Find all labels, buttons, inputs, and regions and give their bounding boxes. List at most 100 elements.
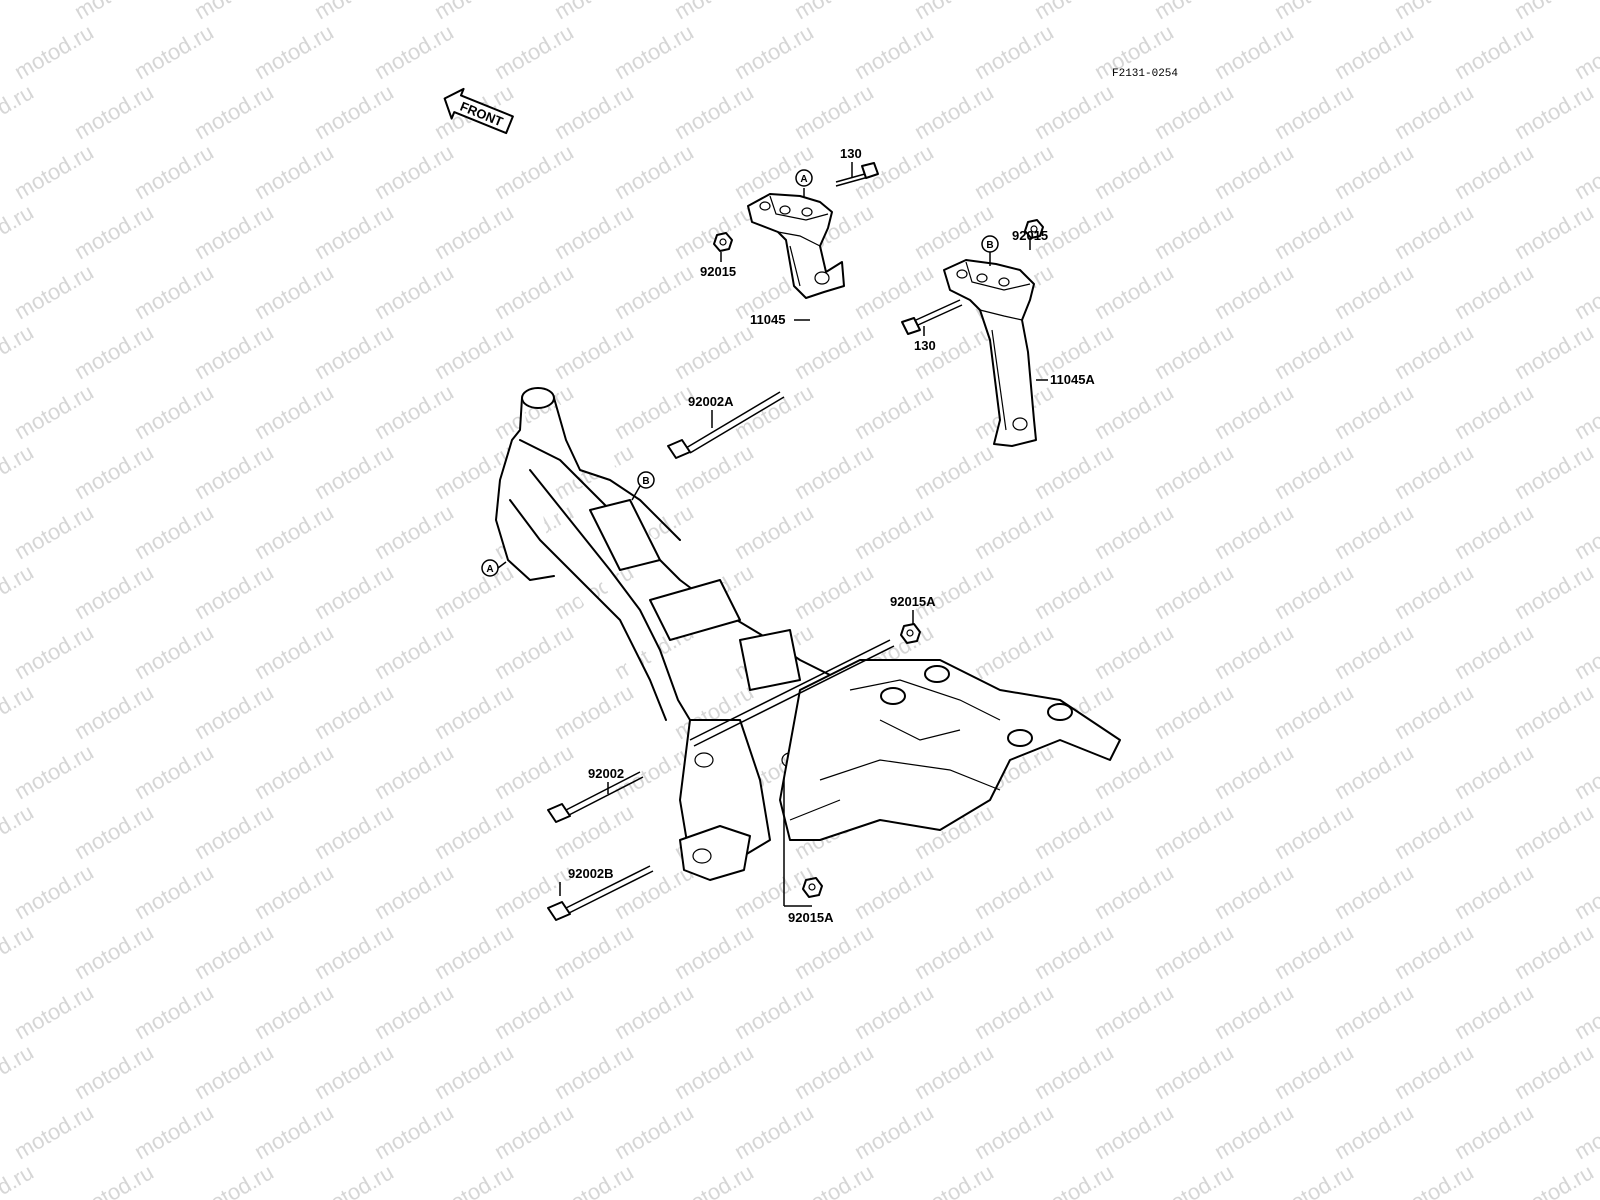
watermark-text: motod.ru — [490, 19, 578, 84]
watermark-text: motod.ru — [190, 79, 278, 144]
watermark-text: motod.ru — [1270, 319, 1358, 384]
bolt-92002 — [547, 771, 644, 823]
callout-b-frame: B — [637, 471, 655, 489]
watermark-text: motod.ru — [550, 79, 638, 144]
watermark-text: motod.ru — [370, 859, 458, 924]
watermark-text: motod.ru — [1390, 559, 1478, 624]
watermark-text: motod.ru — [490, 979, 578, 1044]
watermark-text: motod.ru — [610, 139, 698, 204]
watermark-text: motod.ru — [1150, 559, 1238, 624]
watermark-text: motod.ru — [850, 1099, 938, 1164]
watermark-text: motod.ru — [130, 619, 218, 684]
label-11045: 11045 — [750, 312, 785, 327]
reference-code: F2131-0254 — [1112, 68, 1178, 80]
watermark-text: motod.ru — [130, 259, 218, 324]
watermark-text: motod.ru — [1030, 439, 1118, 504]
watermark-text: motod.ru — [310, 919, 398, 984]
watermark-text: motod.ru — [1090, 979, 1178, 1044]
watermark-text: motod.ru — [70, 559, 158, 624]
watermark-text: motod.ru — [250, 979, 338, 1044]
watermark-text: motod.ru — [1270, 199, 1358, 264]
watermark-text: motod.ru — [550, 1039, 638, 1104]
label-92015a-bottom: 92015A — [788, 910, 834, 925]
watermark-text: motod.ru — [1450, 979, 1538, 1044]
watermark-text: motod.ru — [550, 919, 638, 984]
watermark-text: motod.ru — [1270, 79, 1358, 144]
watermark-text: motod.ru — [1330, 739, 1418, 804]
watermark-text: motod.ru — [370, 379, 458, 444]
nut-92015-right — [1024, 219, 1044, 239]
watermark-text: motod.ru — [1570, 859, 1600, 924]
watermark-text: motod.ru — [790, 79, 878, 144]
watermark-text: motod.ru — [70, 199, 158, 264]
watermark-text: motod.ru — [1090, 499, 1178, 564]
watermark-text: motod.ru — [1210, 979, 1298, 1044]
watermark-text: motod.ru — [10, 379, 98, 444]
bracket-11045a — [943, 259, 1037, 447]
watermark-text: motod.ru — [1510, 919, 1598, 984]
watermark-text: motod.ru — [730, 1099, 818, 1164]
watermark-text: motod.ru — [130, 379, 218, 444]
watermark-text: motod.ru — [970, 859, 1058, 924]
watermark-text: motod.ru — [1570, 739, 1600, 804]
svg-text:B: B — [642, 476, 649, 487]
watermark-text: motod.ru — [970, 139, 1058, 204]
watermark-text: motod.ru — [1210, 739, 1298, 804]
watermark-text: motod.ru — [310, 79, 398, 144]
label-11045a: 11045A — [1050, 372, 1095, 387]
bracket-11045 — [747, 193, 845, 299]
watermark-text: motod.ru — [310, 1039, 398, 1104]
watermark-text: motod.ru — [310, 199, 398, 264]
watermark-text: motod.ru — [1150, 799, 1238, 864]
label-92002: 92002 — [588, 766, 624, 781]
watermark-text: motod.ru — [250, 859, 338, 924]
watermark-text: motod.ru — [190, 199, 278, 264]
watermark-text: motod.ru — [1270, 799, 1358, 864]
watermark-text: motod.ru — [1570, 1099, 1600, 1164]
watermark-text: motod.ru — [1330, 499, 1418, 564]
watermark-text: motod.ru — [190, 559, 278, 624]
watermark-text: motod.ru — [1510, 439, 1598, 504]
watermark-text: motod.ru — [370, 19, 458, 84]
watermark-text: motod.ru — [490, 619, 578, 684]
watermark-text: motod.ru — [310, 679, 398, 744]
watermark-text: motod.ru — [310, 439, 398, 504]
watermark-text: motod.ru — [1450, 739, 1538, 804]
watermark-text: motod.ru — [370, 619, 458, 684]
watermark-text: motod.ru — [1090, 619, 1178, 684]
watermark-text: motod.ru — [0, 1159, 38, 1200]
watermark-text: motod.ru — [190, 319, 278, 384]
watermark-text: motod.ru — [190, 1159, 278, 1200]
svg-text:A: A — [800, 174, 807, 185]
watermark-text: motod.ru — [1270, 439, 1358, 504]
watermark-text: motod.ru — [490, 1099, 578, 1164]
watermark-text: motod.ru — [130, 499, 218, 564]
watermark-text: motod.ru — [730, 19, 818, 84]
watermark-text: motod.ru — [370, 259, 458, 324]
watermark-text: motod.ru — [1510, 1039, 1598, 1104]
watermark-text: motod.ru — [850, 259, 938, 324]
watermark-text: motod.ru — [370, 499, 458, 564]
watermark-text: motod.ru — [10, 499, 98, 564]
watermark-text: motod.ru — [1150, 79, 1238, 144]
watermark-text: motod.ru — [670, 1159, 758, 1200]
watermark-text: motod.ru — [1390, 799, 1478, 864]
watermark-text: motod.ru — [1210, 619, 1298, 684]
watermark-text: motod.ru — [970, 499, 1058, 564]
watermark-text: motod.ru — [790, 919, 878, 984]
watermark-text: motod.ru — [850, 19, 938, 84]
watermark-text: motod.ru — [70, 679, 158, 744]
watermark-text: motod.ru — [1510, 799, 1598, 864]
watermark-text: motod.ru — [1570, 979, 1600, 1044]
bolt-130-top — [835, 162, 879, 187]
watermark-text: motod.ru — [70, 1159, 158, 1200]
watermark-text: motod.ru — [910, 1039, 998, 1104]
watermark-text: motod.ru — [550, 319, 638, 384]
watermark-text: motod.ru — [910, 439, 998, 504]
watermark-text: motod.ru — [190, 439, 278, 504]
watermark-text: motod.ru — [70, 439, 158, 504]
watermark-text: motod.ru — [1150, 1159, 1238, 1200]
watermark-text: motod.ru — [1570, 379, 1600, 444]
watermark-text: motod.ru — [250, 739, 338, 804]
watermark-text: motod.ru — [1150, 319, 1238, 384]
